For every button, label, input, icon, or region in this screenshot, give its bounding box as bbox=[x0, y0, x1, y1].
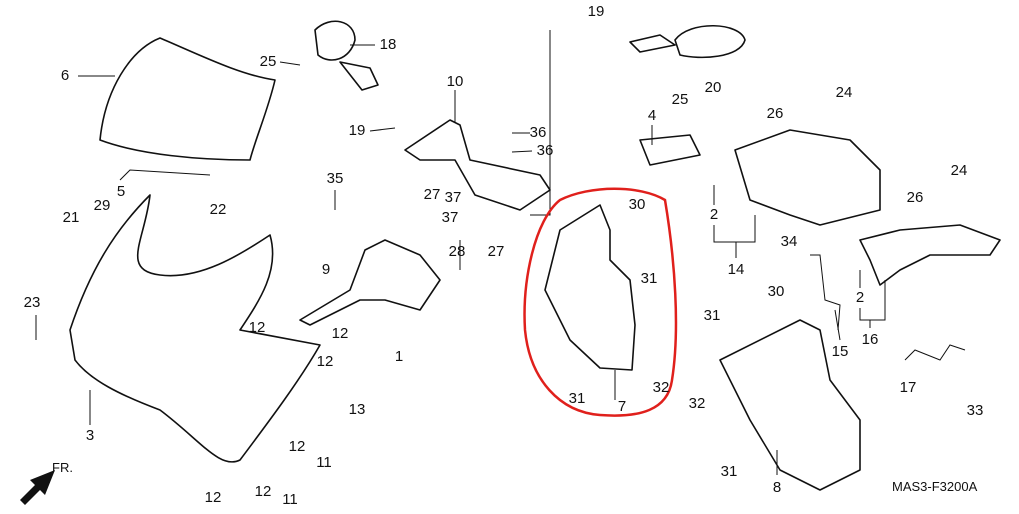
part-number-label[interactable]: 31 bbox=[641, 270, 658, 287]
part-number-label[interactable]: 22 bbox=[210, 201, 227, 218]
part-number-label[interactable]: 12 bbox=[289, 438, 306, 455]
part-number-label[interactable]: 15 bbox=[832, 343, 849, 360]
diagram-code: MAS3-F3200A bbox=[892, 479, 978, 494]
part-number-label[interactable]: 28 bbox=[449, 243, 466, 260]
part-inner-panel[interactable] bbox=[544, 204, 636, 371]
part-number-label[interactable]: 36 bbox=[530, 124, 547, 141]
part-number-label[interactable]: 30 bbox=[768, 283, 785, 300]
part-number-label[interactable]: 12 bbox=[249, 319, 266, 336]
part-number-label[interactable]: 25 bbox=[672, 91, 689, 108]
highlight-outline bbox=[523, 187, 678, 417]
part-number-label[interactable]: 7 bbox=[618, 398, 626, 415]
part-number-label[interactable]: 11 bbox=[316, 454, 332, 471]
part-number-label[interactable]: 14 bbox=[728, 261, 745, 278]
part-number-label[interactable]: 24 bbox=[951, 162, 968, 179]
part-number-label[interactable]: 25 bbox=[260, 53, 277, 70]
part-number-label[interactable]: 8 bbox=[773, 479, 781, 496]
part-number-label[interactable]: 13 bbox=[349, 401, 366, 418]
part-number-label[interactable]: 9 bbox=[322, 261, 330, 278]
part-upper-cowl[interactable] bbox=[69, 194, 321, 463]
part-number-label[interactable]: 20 bbox=[705, 79, 722, 96]
part-number-label[interactable]: 21 bbox=[63, 209, 80, 226]
part-number-label[interactable]: 27 bbox=[488, 243, 505, 260]
part-number-label[interactable]: 12 bbox=[255, 483, 272, 500]
part-number-label[interactable]: 3 bbox=[86, 427, 94, 444]
part-number-label[interactable]: 33 bbox=[967, 402, 984, 419]
part-number-label[interactable]: 12 bbox=[205, 489, 222, 506]
part-number-label[interactable]: 32 bbox=[689, 395, 706, 412]
part-number-label[interactable]: 31 bbox=[721, 463, 738, 480]
part-number-label[interactable]: 37 bbox=[445, 189, 462, 206]
part-number-label[interactable]: 1 bbox=[395, 348, 403, 365]
part-mirror-left[interactable] bbox=[314, 20, 379, 91]
part-side-bracket[interactable] bbox=[859, 224, 1001, 286]
part-number-label[interactable]: 26 bbox=[767, 105, 784, 122]
part-number-label[interactable]: 4 bbox=[648, 107, 656, 124]
part-number-label[interactable]: 12 bbox=[332, 325, 349, 342]
part-number-label[interactable]: 31 bbox=[569, 390, 586, 407]
leader-lines bbox=[35, 30, 886, 475]
front-direction-arrow: FR. bbox=[20, 460, 73, 505]
part-number-label[interactable]: 34 bbox=[781, 233, 798, 250]
part-inner-fairing[interactable] bbox=[734, 129, 881, 226]
part-number-label[interactable]: 27 bbox=[424, 186, 441, 203]
part-number-label[interactable]: 19 bbox=[588, 3, 605, 20]
part-number-label[interactable]: 23 bbox=[24, 294, 41, 311]
part-number-label[interactable]: 17 bbox=[900, 379, 917, 396]
part-number-label[interactable]: 36 bbox=[537, 142, 554, 159]
part-number-label[interactable]: 12 bbox=[317, 353, 334, 370]
part-number-label[interactable]: 11 bbox=[282, 491, 298, 508]
part-number-label[interactable]: 29 bbox=[94, 197, 111, 214]
part-number-label[interactable]: 10 bbox=[447, 73, 464, 90]
part-number-label[interactable]: 30 bbox=[629, 196, 646, 213]
part-number-label[interactable]: 19 bbox=[349, 122, 366, 139]
part-number-label[interactable]: 2 bbox=[856, 289, 864, 306]
part-number-label[interactable]: 31 bbox=[704, 307, 721, 324]
part-number-label[interactable]: 26 bbox=[907, 189, 924, 206]
part-small-bracket[interactable] bbox=[904, 344, 966, 361]
part-number-label[interactable]: 2 bbox=[710, 206, 718, 223]
part-number-label[interactable]: 24 bbox=[836, 84, 853, 101]
part-number-label[interactable]: 32 bbox=[653, 379, 670, 396]
part-plate[interactable] bbox=[639, 134, 701, 166]
part-brace[interactable] bbox=[810, 254, 841, 331]
part-under-cowl[interactable] bbox=[719, 319, 861, 491]
part-number-label[interactable]: 5 bbox=[117, 183, 125, 200]
part-windscreen[interactable] bbox=[99, 37, 276, 161]
part-number-label[interactable]: 16 bbox=[862, 331, 879, 348]
part-number-label[interactable]: 18 bbox=[380, 36, 397, 53]
part-mirror-right[interactable] bbox=[629, 24, 746, 59]
direction-label: FR. bbox=[52, 460, 73, 475]
part-number-label[interactable]: 6 bbox=[61, 67, 69, 84]
part-stay-bracket[interactable] bbox=[299, 239, 441, 326]
part-number-label[interactable]: 37 bbox=[442, 209, 459, 226]
part-number-label[interactable]: 35 bbox=[327, 170, 344, 187]
